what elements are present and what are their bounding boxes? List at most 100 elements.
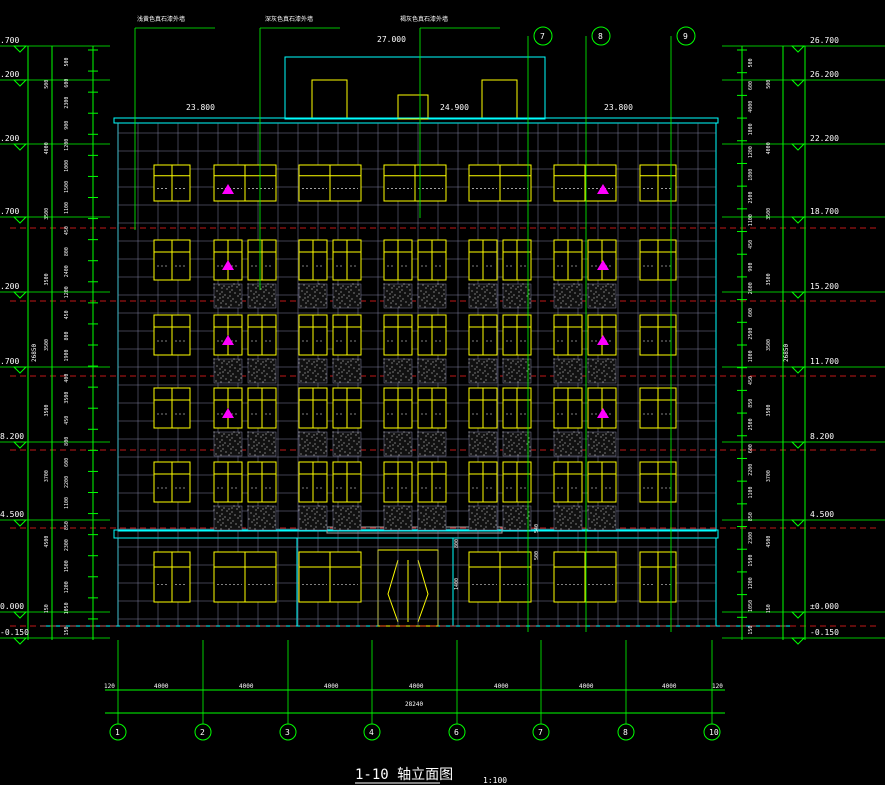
spandrel-dot [468,431,470,433]
spandrel-dot [611,443,613,445]
spandrel-dot [353,440,355,442]
spandrel-dot [349,375,351,377]
spandrel-dot [592,432,594,434]
spandrel-dot [391,435,393,437]
right-outer-dim-value: 3700 [766,470,772,482]
top-axis-label: 8 [598,32,603,41]
spandrel-dot [265,433,267,435]
spandrel-dot [325,450,327,452]
spandrel-dot [605,433,607,435]
spandrel-dot [424,454,426,456]
spandrel-frame [417,431,447,457]
right-level-triangle [790,45,806,53]
spandrel-dot [523,292,525,294]
spandrel-dot [522,505,524,507]
left-level-triangle [12,441,28,449]
spandrel-dot [348,517,350,519]
right-dim-value: 600 [748,444,754,453]
spandrel-dot [523,367,525,369]
left-dim-value: 600 [64,458,70,467]
spandrel-dot [315,448,317,450]
spandrel-dot [614,520,616,522]
spandrel-dot [213,505,215,507]
spandrel-dot [475,524,477,526]
spandrel-dot [510,513,512,515]
spandrel-dot [268,440,270,442]
spandrel-dot [423,368,425,370]
spandrel-dot [229,517,231,519]
spandrel-dot [566,363,568,365]
spandrel-dot [493,379,495,381]
spandrel-dot [484,370,486,372]
bay-dim-value: 120 [712,683,723,690]
spandrel-dot [230,304,232,306]
spandrel-dot [495,298,497,300]
spandrel-dot [253,441,255,443]
spandrel-dot [254,528,256,530]
spandrel-dot [309,369,311,371]
spandrel-dot [324,364,326,366]
spandrel-dot [232,373,234,375]
spandrel-dot [495,373,497,375]
spandrel-dot [432,454,434,456]
spandrel-dot [613,368,615,370]
spandrel-dot [562,522,564,524]
spandrel-dot [221,509,223,511]
spandrel-dot [321,508,323,510]
spandrel-dot [226,436,228,438]
right-level-label: 22.200 [810,134,839,143]
spandrel-dot [407,517,409,519]
spandrel-dot [485,452,487,454]
spandrel-dot [309,442,311,444]
spandrel-dot [484,366,486,368]
spandrel-dot [251,374,253,376]
spandrel-dot [395,378,397,380]
spandrel-dot [429,378,431,380]
spandrel-dot [258,369,260,371]
spandrel-dot [553,283,555,285]
spandrel-dot [323,359,325,361]
spandrel-dot [486,507,488,509]
spandrel-dot [313,381,315,383]
right-level-triangle [790,611,806,619]
right-outer-dim-value: 3500 [766,405,772,417]
window [213,461,243,503]
spandrel-dot [613,289,615,291]
spandrel-dot [336,447,338,449]
spandrel-dot [334,527,336,529]
spandrel-dot [437,431,439,433]
spandrel-dot [387,447,389,449]
axis-bubble [279,723,297,741]
right-outer-dim-value: 3500 [766,273,772,285]
spandrel-dot [324,437,326,439]
spandrel-dot [599,525,601,527]
pink-triangle-marker [222,335,234,345]
spandrel-dot [438,292,440,294]
spandrel-dot [215,527,217,529]
spandrel-dot [234,440,236,442]
spandrel-dot [315,379,317,381]
spandrel-dot [505,512,507,514]
spandrel-dot [570,300,572,302]
spandrel-dot [350,433,352,435]
spandrel-dot [503,444,505,446]
spandrel-dot [562,371,564,373]
spandrel-dot [350,289,352,291]
spandrel-dot [469,518,471,520]
spandrel-dot [490,523,492,525]
spandrel-dot [358,441,360,443]
spandrel-dot [435,507,437,509]
spandrel-dot [609,301,611,303]
right-dim-value: 450 [748,240,754,249]
spandrel-dot [518,291,520,293]
spandrel-dot [576,508,578,510]
spandrel-dot [219,297,221,299]
spandrel-dot [303,506,305,508]
spandrel-dot [426,375,428,377]
spandrel-dot [268,292,270,294]
spandrel-dot [610,434,612,436]
spandrel-dot [475,306,477,308]
spandrel-dot [307,296,309,298]
spandrel-dot [252,432,254,434]
spandrel-dot [494,293,496,295]
